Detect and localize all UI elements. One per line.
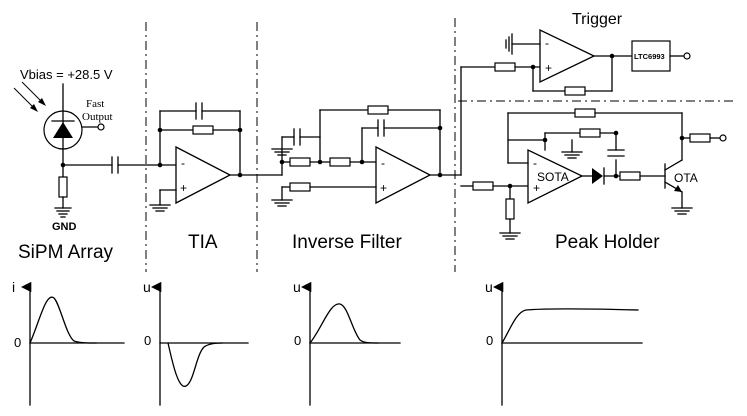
svg-text:-: - bbox=[381, 156, 385, 170]
peak-holder-stage: - + SOTA bbox=[460, 108, 727, 240]
photodiode-icon bbox=[51, 110, 75, 150]
ground-icon bbox=[505, 33, 513, 55]
stage-label-sipm: SiPM Array bbox=[18, 242, 114, 263]
waveform-axis-label: u bbox=[143, 279, 151, 295]
waveform-zero-label: 0 bbox=[144, 333, 151, 348]
waveform-axis-label: u bbox=[485, 279, 493, 295]
resistor bbox=[289, 157, 311, 167]
resistor bbox=[472, 181, 494, 191]
waveform-3: u 0 bbox=[293, 279, 401, 406]
tia-opamp bbox=[175, 145, 232, 205]
ground-icon bbox=[271, 148, 293, 156]
waveform-curve bbox=[167, 342, 223, 387]
resistor bbox=[579, 128, 601, 138]
ground-icon bbox=[271, 199, 293, 207]
stage-label-peak: Peak Holder bbox=[555, 232, 660, 253]
resistor bbox=[494, 62, 516, 72]
waveform-axis-label: u bbox=[293, 279, 301, 295]
waveform-4: u 0 bbox=[485, 279, 643, 406]
resistor bbox=[329, 157, 351, 167]
trigger-title: Trigger bbox=[572, 11, 623, 28]
svg-text:-: - bbox=[181, 156, 185, 170]
capacitor bbox=[111, 156, 119, 174]
ota-transistor-icon bbox=[664, 159, 683, 193]
svg-text:+: + bbox=[533, 181, 540, 195]
sota-opamp bbox=[527, 148, 584, 205]
resistor bbox=[367, 105, 389, 115]
waveform-curve bbox=[29, 296, 97, 344]
trigger-comparator bbox=[539, 28, 596, 84]
svg-text:+: + bbox=[380, 181, 387, 195]
ltc6993-label: LTC6993 bbox=[634, 52, 665, 61]
trigger-stage: Trigger - + LTC6993 bbox=[460, 11, 691, 176]
ground-icon bbox=[149, 204, 171, 212]
fast-label: Fast bbox=[86, 98, 104, 110]
filter-opamp bbox=[375, 145, 432, 205]
ground-icon bbox=[561, 151, 583, 159]
diode-icon bbox=[592, 167, 605, 185]
sota-label: SOTA bbox=[537, 170, 569, 184]
resistor bbox=[58, 176, 68, 198]
stage-labels: SiPM Array TIA Inverse Filter Peak Holde… bbox=[18, 232, 660, 263]
waveform-zero-label: 0 bbox=[14, 335, 21, 350]
vbias-label: Vbias = +28.5 V bbox=[20, 67, 113, 82]
ground-icon bbox=[499, 232, 521, 240]
output-label: Output bbox=[82, 111, 113, 123]
stage-label-filter: Inverse Filter bbox=[292, 232, 402, 253]
resistor bbox=[689, 133, 711, 143]
svg-text:-: - bbox=[545, 36, 549, 50]
resistor bbox=[192, 125, 214, 135]
svg-text:+: + bbox=[545, 61, 552, 75]
capacitor bbox=[607, 149, 625, 157]
resistor bbox=[505, 198, 515, 220]
resistor bbox=[619, 171, 641, 181]
stage-separators bbox=[145, 18, 735, 272]
resistor bbox=[289, 182, 311, 192]
light-arrows-icon bbox=[13, 81, 46, 112]
stage-label-tia: TIA bbox=[188, 232, 218, 253]
gnd-label: GND bbox=[52, 221, 77, 233]
waveform-1: i 0 bbox=[12, 279, 125, 406]
inverse-filter-stage: - + bbox=[271, 105, 462, 207]
ground-icon bbox=[54, 207, 72, 218]
waveform-curve bbox=[309, 303, 379, 344]
waveform-zero-label: 0 bbox=[294, 333, 301, 348]
waveform-zero-label: 0 bbox=[486, 333, 493, 348]
resistor bbox=[564, 86, 586, 96]
svg-text:+: + bbox=[180, 181, 187, 195]
ota-label: OTA bbox=[674, 171, 698, 185]
waveform-2: u 0 bbox=[143, 279, 249, 406]
waveform-axis-label: i bbox=[12, 279, 15, 295]
ground-icon bbox=[671, 207, 693, 215]
resistor bbox=[574, 108, 596, 118]
tia-stage: - + bbox=[149, 102, 283, 212]
sipm-array: Vbias = +28.5 V Fast Output bbox=[13, 67, 177, 233]
waveform-curve bbox=[501, 308, 639, 344]
svg-text:-: - bbox=[533, 156, 537, 170]
